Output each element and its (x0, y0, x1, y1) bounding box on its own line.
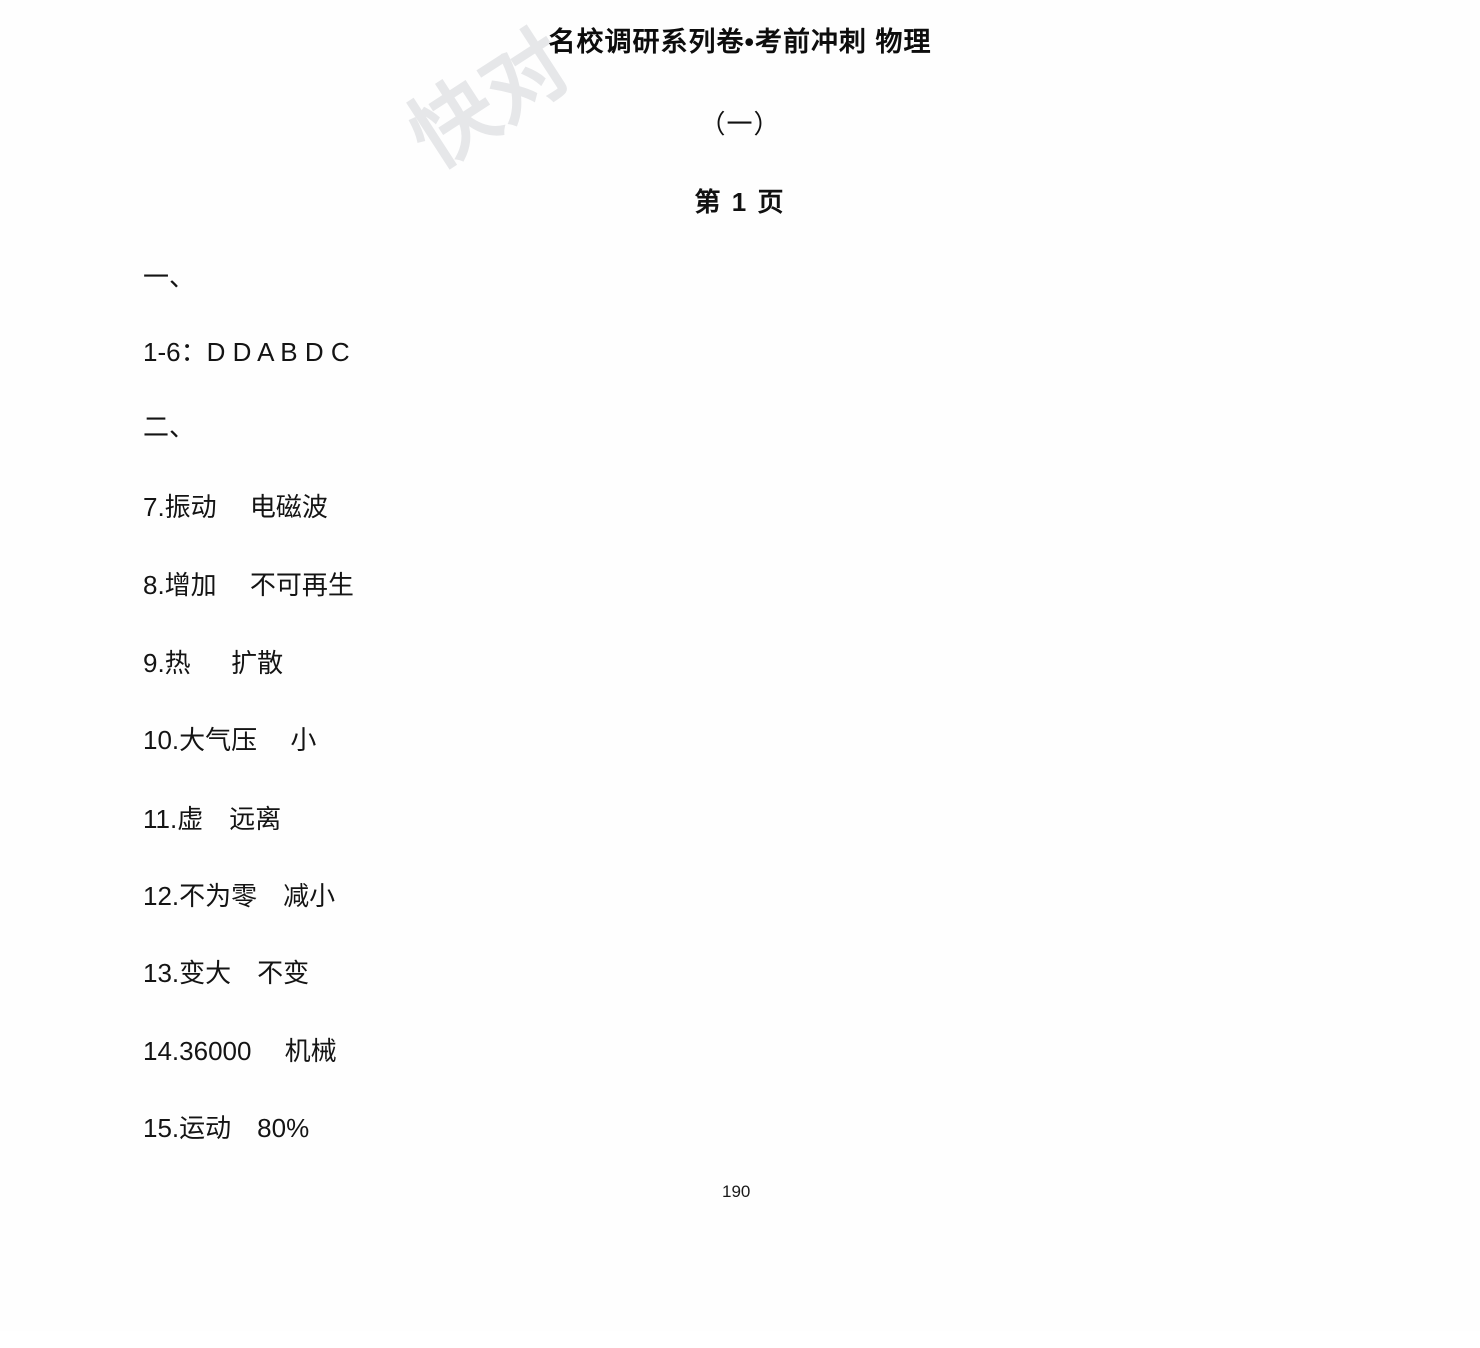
page-number: 190 (722, 1182, 751, 1201)
answer-item-12: 12.不为零 减小 (143, 881, 336, 911)
answer-item-9: 9.热 扩散 (143, 648, 284, 678)
page-title: 名校调研系列卷•考前冲刺 物理 (548, 27, 932, 57)
section-heading-1: 一、 (143, 262, 196, 292)
answer-item-11: 11.虚 远离 (143, 804, 282, 834)
section-heading-2: 二、 (143, 412, 196, 442)
answer-item-15: 15.运动 80% (143, 1113, 310, 1143)
multiple-choice-answers: 1-6：D D A B D C (143, 337, 350, 367)
answer-item-8: 8.增加 不可再生 (143, 570, 354, 600)
set-label: （一） (699, 109, 781, 139)
answer-item-10: 10.大气压 小 (143, 725, 317, 755)
answer-item-7: 7.振动 电磁波 (143, 492, 328, 522)
answer-item-13: 13.变大 不变 (143, 958, 310, 988)
page-label: 第 1 页 (0, 182, 1480, 1331)
answer-item-14: 14.36000 机械 (143, 1036, 337, 1066)
